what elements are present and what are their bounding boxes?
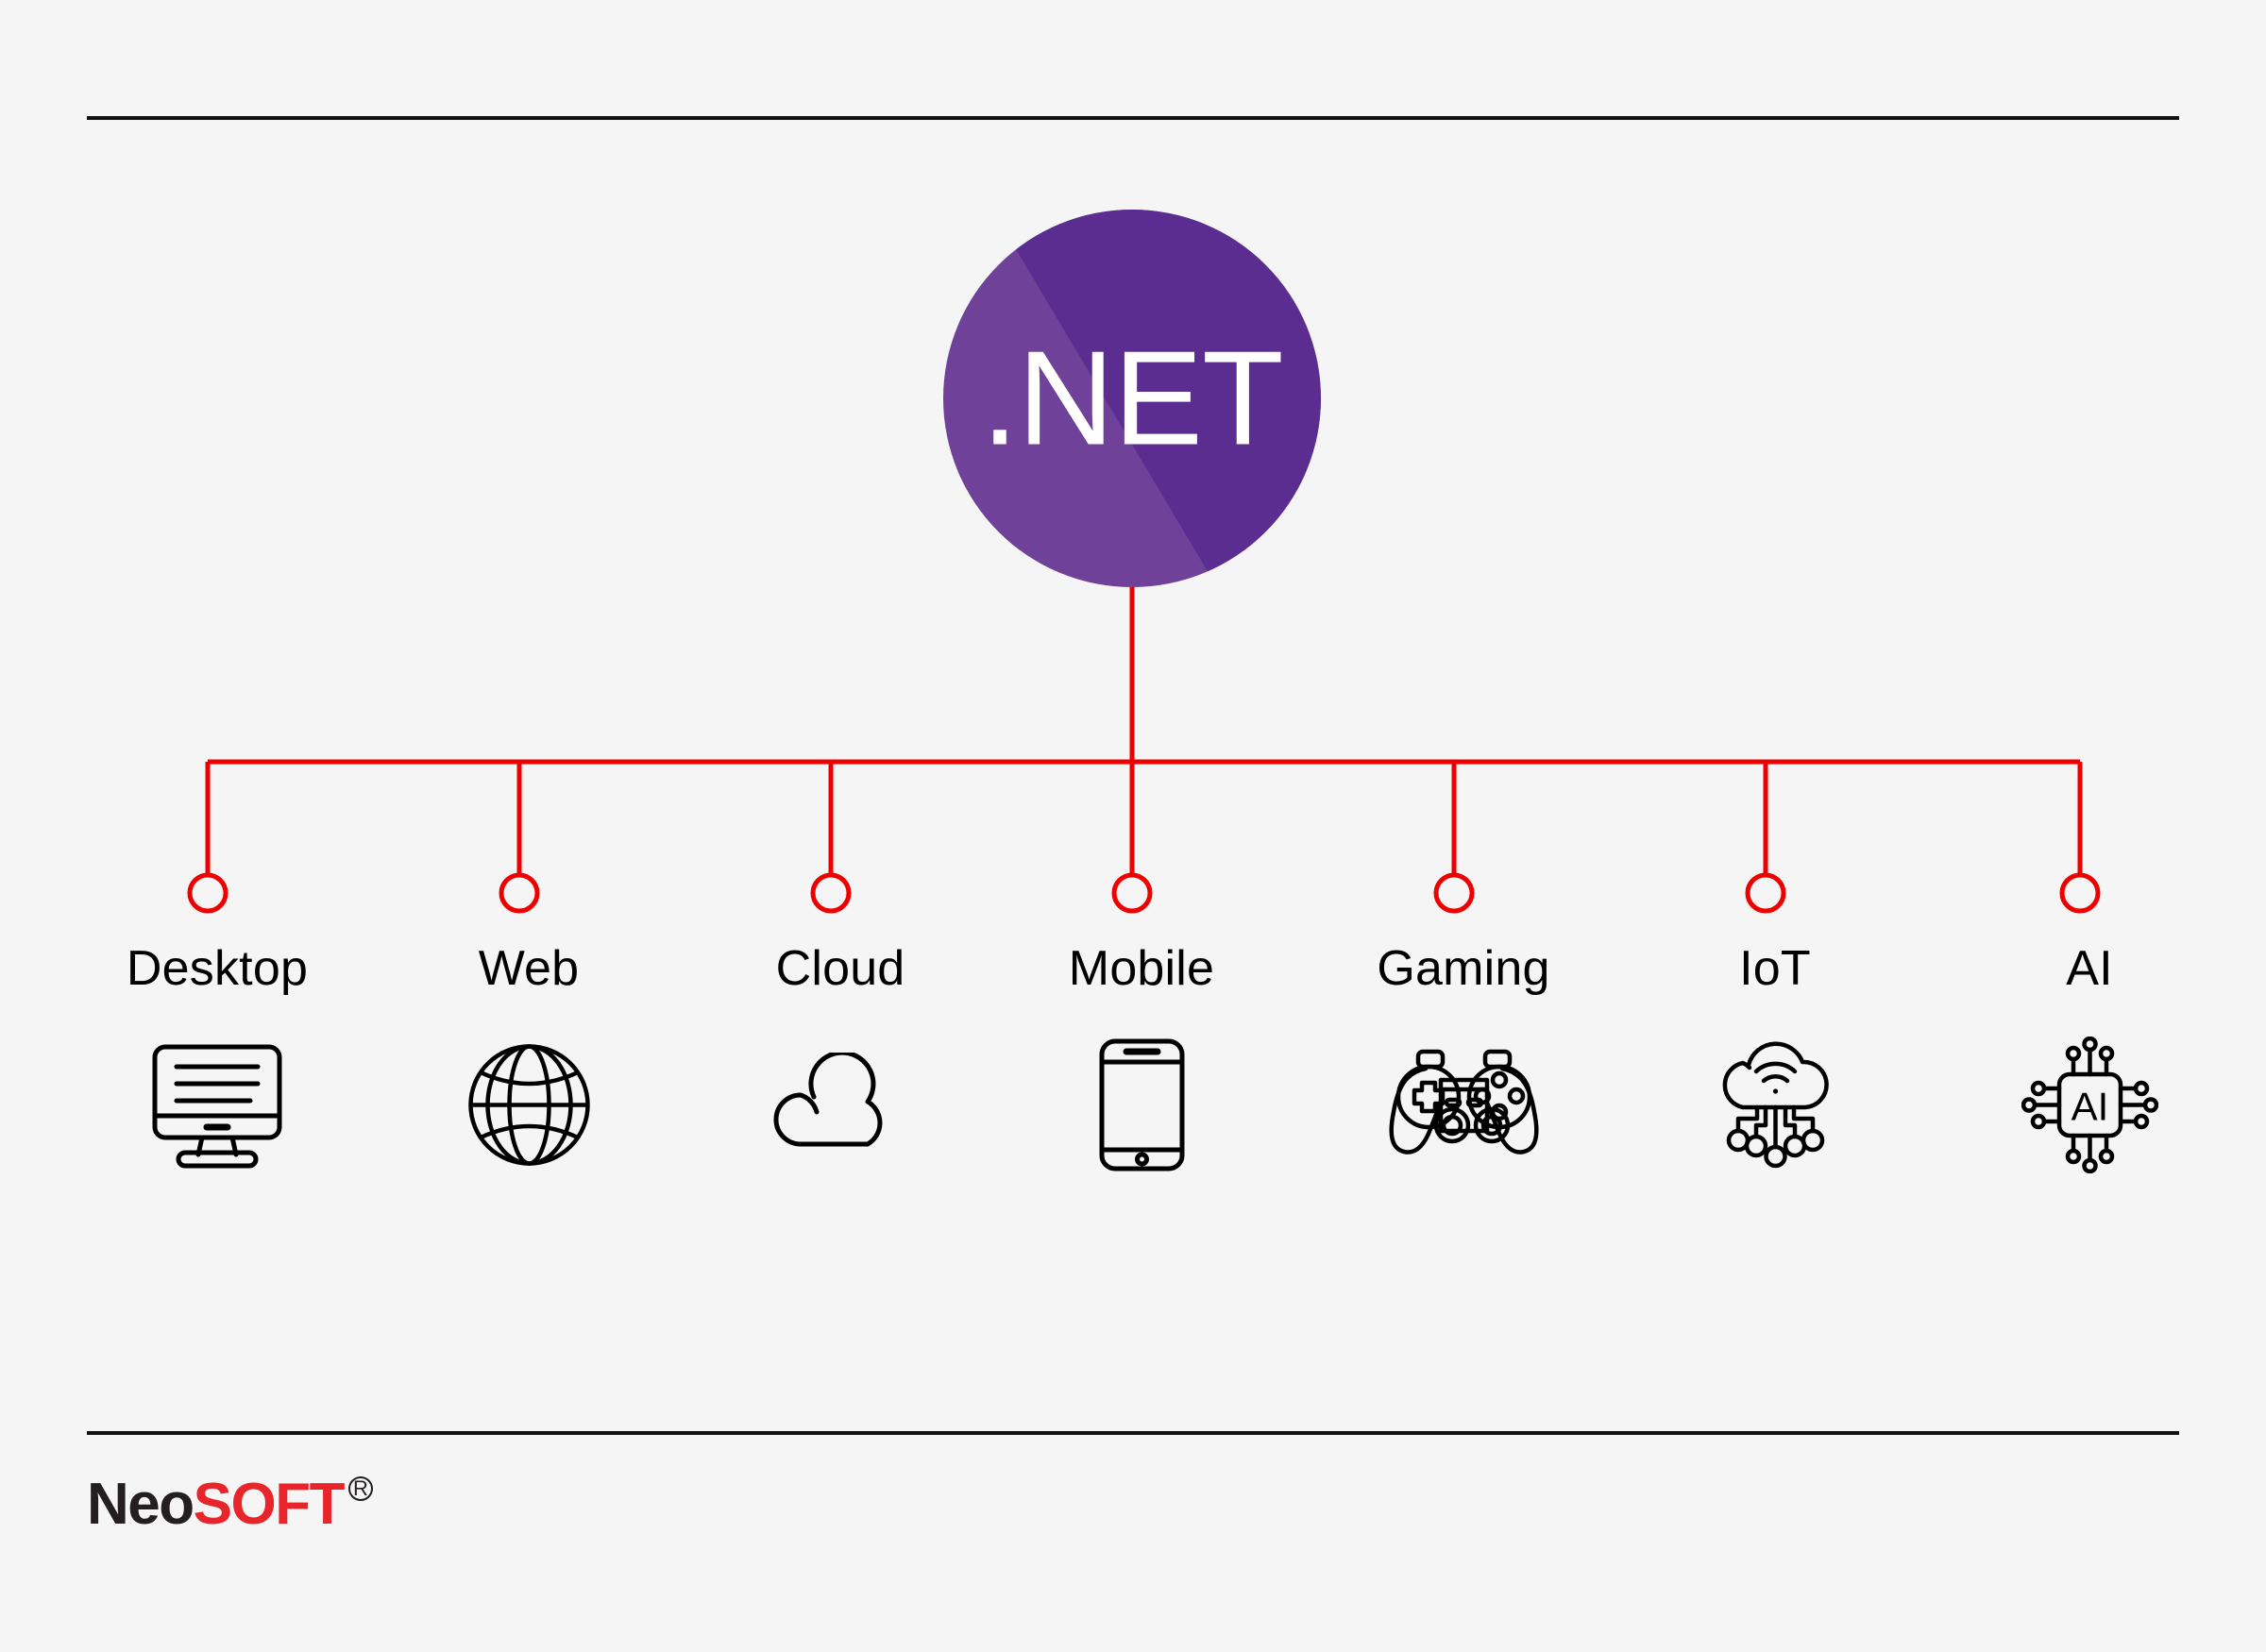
ai-chip-icon: AI [1948,1029,2231,1180]
branch-label-web: Web [478,941,580,996]
branch-label-ai: AI [2066,941,2113,996]
branch-mobile[interactable]: Mobile [1000,944,1283,1180]
bottom-divider [87,1431,2179,1435]
registered-trademark-icon: R [347,1476,373,1501]
node-circle-gaming [1433,872,1475,914]
dotnet-wordmark: .NET [981,324,1282,474]
gamepad-icon [1322,1029,1605,1180]
node-circle-web [499,872,540,914]
top-divider [87,116,2179,120]
logo-long-shadow [992,210,1321,587]
globe-icon [387,1029,670,1180]
cloud-icon [699,1029,982,1180]
branch-iot[interactable]: IoT [1633,944,1917,1180]
node-circle-desktop [187,872,228,914]
node-circle-cloud [810,872,852,914]
ai-chip-label: AI [2071,1084,2108,1128]
branch-label-desktop: Desktop [126,941,309,996]
branch-label-mobile: Mobile [1068,941,1215,996]
monitor-icon [76,1029,359,1180]
brand-neo-text: Neo [87,1472,194,1537]
branch-web[interactable]: Web [387,944,670,1180]
connector-tree [187,587,2101,914]
smartphone-icon [1000,1029,1283,1180]
branch-ai[interactable]: AI [1948,944,2231,1180]
branch-label-cloud: Cloud [775,941,905,996]
branch-label-gaming: Gaming [1377,941,1550,996]
dotnet-logo: .NET [943,210,1321,587]
branch-desktop[interactable]: Desktop [76,944,359,1180]
brand-soft-text: SOFT [193,1472,346,1537]
branch-label-iot: IoT [1739,941,1811,996]
node-circle-iot [1745,872,1786,914]
node-circle-mobile [1111,872,1153,914]
neosoft-logo[interactable]: Neo SOFT R [87,1471,373,1538]
branch-gaming[interactable]: Gaming [1322,944,1605,1180]
node-circle-ai [2059,872,2101,914]
cloud-wifi-nodes-icon [1633,1029,1917,1180]
branch-cloud[interactable]: Cloud [699,944,982,1180]
